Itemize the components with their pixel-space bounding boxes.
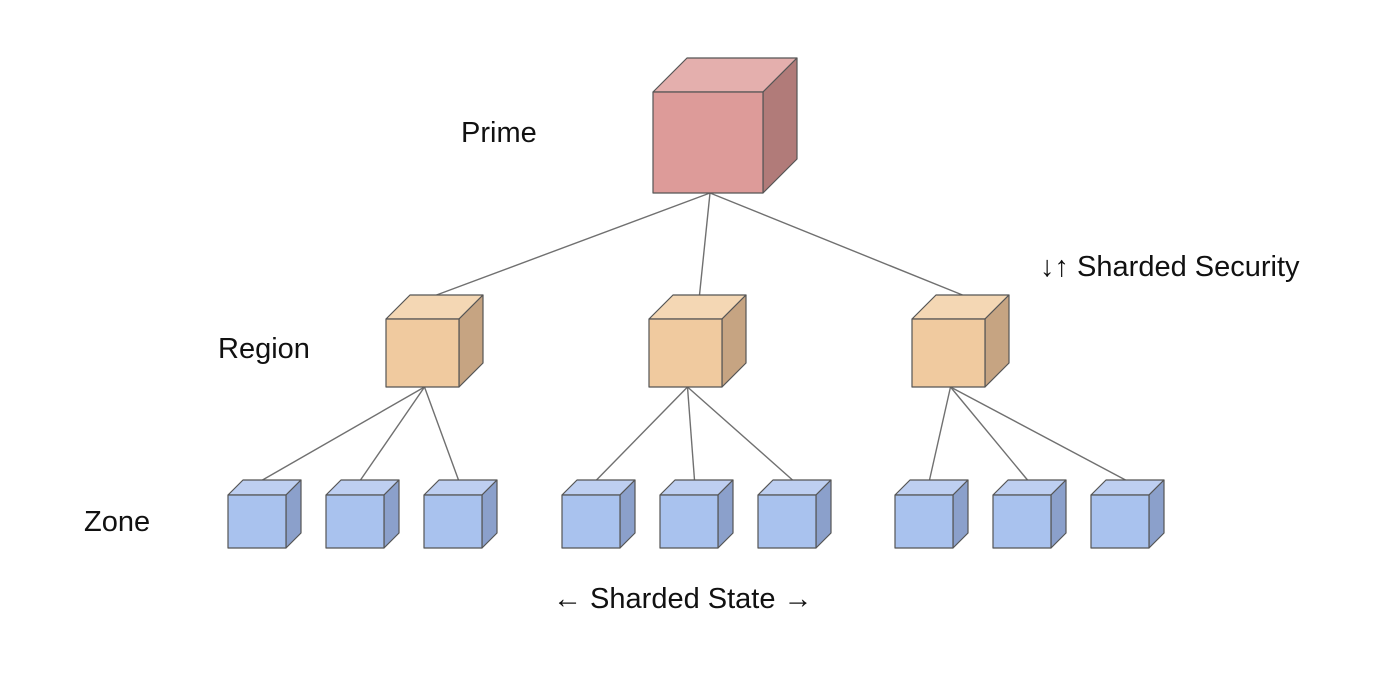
prime-to-region-line-2 [698, 192, 711, 296]
zone-cube-6-front-face [757, 494, 817, 549]
cube-nodes [227, 57, 1165, 549]
zone-cube-2-front-face [325, 494, 385, 549]
zone-cube-8 [992, 479, 1067, 549]
zone-cube-6 [757, 479, 832, 549]
zone-cube-9 [1090, 479, 1165, 549]
zone-cube-3 [423, 479, 498, 549]
region-cube-2 [648, 294, 747, 388]
zone-cube-8-front-face [992, 494, 1052, 549]
zone-cube-7 [894, 479, 969, 549]
region-cube-3 [911, 294, 1010, 388]
region-1-to-zone-line-3 [423, 386, 460, 481]
connector-lines [262, 192, 1126, 481]
zone-cube-7-front-face [894, 494, 954, 549]
zone-cube-5 [659, 479, 734, 549]
region-2-to-zone-line-1 [595, 386, 689, 481]
zone-cube-2 [325, 479, 400, 549]
region-2-to-zone-line-2 [686, 386, 696, 481]
zone-cube-1 [227, 479, 302, 549]
region-cube-1 [385, 294, 484, 388]
prime-cube-front-face [652, 91, 764, 194]
zone-cube-4 [561, 479, 636, 549]
prime-to-region-line-1 [436, 192, 711, 296]
zone-cube-5-front-face [659, 494, 719, 549]
region-1-to-zone-line-1 [262, 386, 425, 481]
region-cube-3-front-face [911, 318, 986, 388]
region-cube-1-front-face [385, 318, 460, 388]
prime-cube [652, 57, 798, 194]
region-3-to-zone-line-2 [949, 386, 1029, 481]
prime-label: Prime [461, 117, 537, 149]
region-2-to-zone-line-3 [687, 386, 793, 481]
zone-cube-1-front-face [227, 494, 287, 549]
region-3-to-zone-line-1 [928, 386, 952, 481]
prime-to-region-line-3 [709, 192, 963, 296]
zone-label: Zone [84, 506, 151, 538]
region-cube-2-front-face [648, 318, 723, 388]
region-1-to-zone-line-2 [359, 386, 426, 481]
sharded-security-label: ↓↑ Sharded Security [1040, 251, 1300, 283]
sharded-state-label: ← Sharded State → [553, 583, 813, 615]
zone-cube-4-front-face [561, 494, 621, 549]
zone-cube-9-front-face [1090, 494, 1150, 549]
region-label: Region [218, 333, 310, 365]
region-3-to-zone-line-3 [950, 386, 1126, 481]
zone-cube-3-front-face [423, 494, 483, 549]
